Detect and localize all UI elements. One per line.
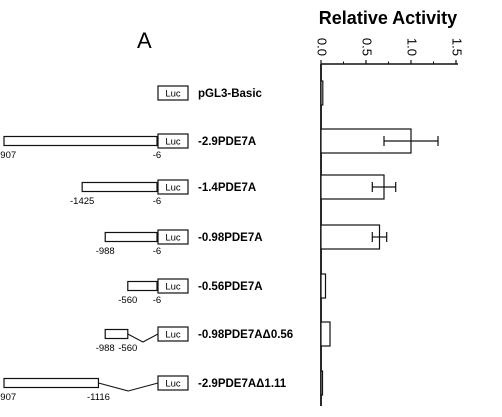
- luc-box: [157, 278, 189, 294]
- luc-box: [157, 375, 189, 391]
- position-label-start: -2907: [0, 150, 16, 161]
- position-label-end: -6: [153, 196, 161, 207]
- position-label-end: -560: [118, 343, 137, 354]
- luc-box: [157, 133, 189, 149]
- position-label-end: -1116: [87, 392, 110, 403]
- bar: [320, 273, 327, 299]
- bar: [320, 321, 331, 347]
- luc-box: [157, 229, 189, 245]
- promoter-fragment: [104, 231, 158, 243]
- position-label-start: -988: [96, 343, 115, 354]
- construct-label: -2.9PDE7AΔ1.11: [198, 378, 287, 390]
- promoter-fragment: [104, 328, 129, 340]
- construct-label: -2.9PDE7A: [198, 136, 256, 148]
- construct-label: -1.4PDE7A: [198, 182, 256, 194]
- x-axis: 0.0 0.5 1.0 1.5: [315, 38, 465, 406]
- construct-row: -988-560 Luc -0.98PDE7AΔ0.56: [96, 321, 331, 354]
- deletion-line: [127, 333, 159, 343]
- position-label-start: -560: [118, 295, 137, 306]
- position-label-start: -1425: [70, 196, 94, 207]
- promoter-fragment: [81, 181, 158, 193]
- luc-box: [157, 179, 189, 195]
- luc-label: Luc: [165, 137, 181, 148]
- chart-title: Relative Activity: [319, 8, 457, 28]
- luc-box: [157, 85, 189, 101]
- position-label-start: -988: [96, 246, 115, 257]
- promoter-fragment: [127, 280, 158, 292]
- luc-label: Luc: [165, 330, 181, 341]
- luc-label: Luc: [165, 379, 181, 390]
- position-label-end: -6: [153, 150, 161, 161]
- x-tick-label: 0.0: [315, 38, 330, 56]
- promoter-fragment: [3, 377, 100, 389]
- deletion-line: [98, 382, 159, 392]
- luc-box: [157, 326, 189, 342]
- luc-label: Luc: [165, 183, 181, 194]
- bar: [320, 80, 324, 106]
- bar: [320, 224, 381, 250]
- construct-row: -1425 -6 Luc -1.4PDE7A: [70, 174, 397, 207]
- luc-label: Luc: [165, 89, 181, 100]
- construct-label: pGL3-Basic: [198, 88, 263, 100]
- construct-label: -0.98PDE7A: [198, 232, 263, 244]
- construct-row: Luc pGL3-Basic: [157, 80, 324, 106]
- panel-label: A: [137, 28, 152, 53]
- x-tick-label: 1.5: [450, 38, 465, 56]
- construct-row: -2907 -6 Luc -2.9PDE7A: [0, 128, 439, 161]
- bar: [320, 370, 324, 396]
- construct-label: -0.98PDE7AΔ0.56: [198, 329, 293, 341]
- construct-label: -0.56PDE7A: [198, 281, 263, 293]
- x-tick-label: 1.0: [405, 38, 420, 56]
- construct-row: -988 -6 Luc -0.98PDE7A: [96, 224, 388, 257]
- position-label-start: -2907: [0, 392, 16, 403]
- luc-label: Luc: [165, 282, 181, 293]
- construct-row: -2907 -1116 Luc -2.9PDE7AΔ1.11: [0, 370, 324, 403]
- position-label-end: -6: [153, 246, 161, 257]
- promoter-fragment: [3, 135, 158, 147]
- construct-rows: LucpGL3-Basic-2907-6Luc-2.9PDE7A-1425-6L…: [0, 80, 439, 403]
- construct-row: -560 -6 Luc -0.56PDE7A: [118, 273, 327, 306]
- x-tick-label: 0.5: [360, 38, 375, 56]
- luc-label: Luc: [165, 233, 181, 244]
- position-label-end: -6: [153, 295, 161, 306]
